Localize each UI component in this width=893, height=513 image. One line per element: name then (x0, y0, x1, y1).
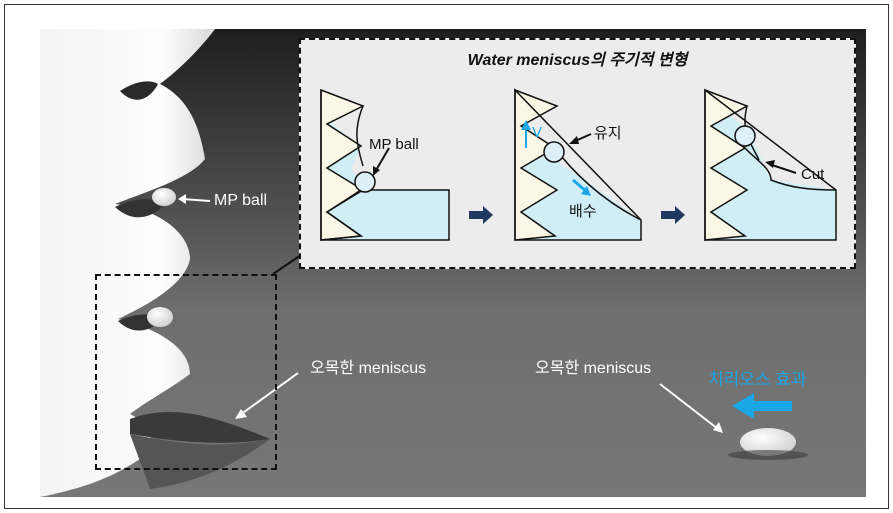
right-meniscus-label: 오목한 meniscus (535, 360, 652, 377)
left-meniscus-arrow (239, 372, 299, 416)
inset-title: Water meniscus의 주기적 변형 (301, 46, 854, 70)
right-meniscus-arrow (659, 383, 719, 430)
floating-mp-ball (740, 428, 796, 456)
figure-frame: MP ball 오목한 meniscus 오목한 meniscus 치리오스 효… (4, 4, 889, 509)
inset-diagram (320, 88, 837, 241)
panel1-mp-ball-label: MP ball (369, 136, 419, 153)
meniscus-deformation-inset: Water meniscus의 주기적 변형 (299, 38, 856, 269)
mp-ball-label: MP ball (214, 192, 268, 209)
zoom-connector-line (272, 254, 302, 275)
panel2-drain-label: 배수 (569, 203, 597, 220)
inset-title-rest: 의 주기적 변형 (590, 52, 688, 69)
step-arrow-1 (469, 206, 493, 224)
cheerios-effect-label: 치리오스 효과 (708, 370, 807, 389)
mp-ball-lower (147, 307, 173, 327)
panel-2 (514, 88, 642, 241)
mp-ball-upper (152, 188, 176, 206)
cheerios-arrow (752, 401, 792, 411)
panel-1 (320, 88, 450, 241)
panel3-cut-label: Cut (801, 166, 825, 183)
zoom-region-box (95, 274, 277, 470)
photo-scene: MP ball 오목한 meniscus 오목한 meniscus 치리오스 효… (40, 29, 866, 497)
mp-ball-arrow (181, 198, 211, 202)
white-liquid-sawtooth (40, 29, 808, 497)
panel-3 (704, 88, 837, 241)
panel2-keep-label: 유지 (594, 125, 622, 142)
left-meniscus-label: 오목한 meniscus (310, 360, 427, 377)
panel2-velocity-label: V (532, 124, 543, 141)
step-arrow-2 (661, 206, 685, 224)
inset-title-bold: Water meniscus (467, 52, 591, 69)
